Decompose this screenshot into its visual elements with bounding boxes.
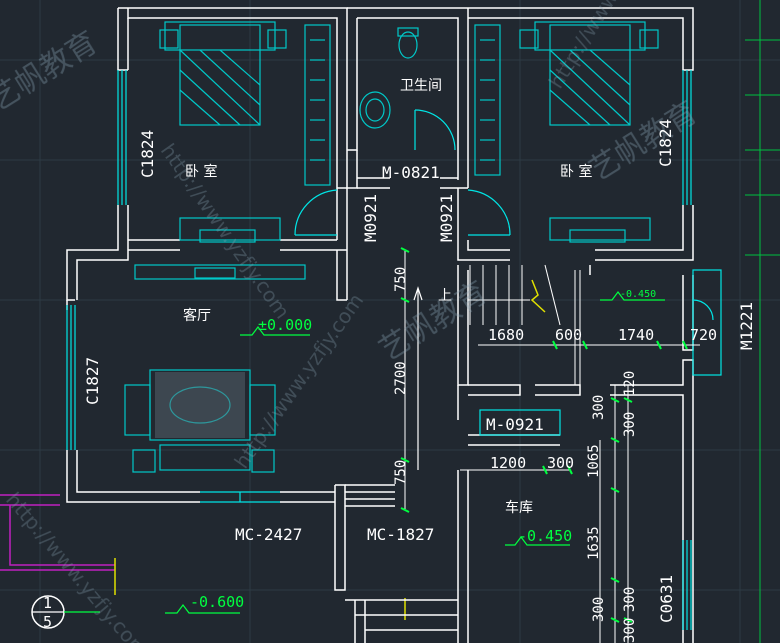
dim-120: 120 bbox=[622, 371, 638, 396]
door-label-mc1827: MC-1827 bbox=[367, 525, 434, 544]
watermark-brand-a: 艺帆教育 bbox=[0, 25, 104, 118]
doors bbox=[200, 109, 722, 503]
dim-1680: 1680 bbox=[488, 326, 524, 344]
dim-1635: 1635 bbox=[586, 526, 602, 560]
room-label-garage: 车库 bbox=[505, 499, 533, 516]
watermark-url-a: http://www.yzfjy.com bbox=[156, 139, 295, 323]
url-watermarks: http://www.yzfjy.com http://www.yzfjy.co… bbox=[1, 0, 674, 643]
room-label-bathroom: 卫生间 bbox=[400, 78, 442, 94]
stair-treads bbox=[468, 264, 581, 385]
door-label-m0921-right: M0921 bbox=[437, 194, 456, 242]
dim-1200: 1200 bbox=[490, 454, 526, 472]
dim-750-bottom: 750 bbox=[393, 460, 409, 485]
dim-300-e: 300 bbox=[622, 618, 638, 643]
yellow-marks bbox=[114, 279, 546, 620]
furniture bbox=[124, 21, 659, 473]
room-label-bedroom-right: 卧 室 bbox=[560, 163, 592, 180]
dim-600: 600 bbox=[555, 326, 582, 344]
dimension-lines bbox=[404, 250, 700, 643]
living-room-rug bbox=[155, 372, 245, 438]
door-label-m0921-garage: M-0921 bbox=[486, 415, 544, 434]
dim-300-b: 300 bbox=[622, 412, 638, 437]
door-label-mc2427: MC-2427 bbox=[235, 525, 302, 544]
window-label-c1827: C1827 bbox=[83, 357, 102, 405]
window-label-c0631: C0631 bbox=[657, 575, 676, 623]
dim-300-d: 300 bbox=[622, 587, 638, 612]
stair-up-label: 上 bbox=[438, 288, 452, 304]
level-garage: -0.450 bbox=[518, 527, 572, 545]
door-label-m1221: M1221 bbox=[737, 302, 756, 350]
dim-1065: 1065 bbox=[586, 444, 602, 478]
door-label-m0921-left: M0921 bbox=[361, 194, 380, 242]
watermark-brand-c: 艺帆教育 bbox=[373, 275, 493, 368]
room-label-bedroom-left: 卧 室 bbox=[185, 163, 217, 180]
outside-boundary bbox=[0, 494, 115, 571]
room-label-living: 客厅 bbox=[183, 307, 211, 324]
drawing-ref-sheet: 5 bbox=[43, 613, 52, 631]
window-label-c1824-right: C1824 bbox=[656, 119, 675, 167]
dim-1740: 1740 bbox=[618, 326, 654, 344]
level-living: ±0.000 bbox=[258, 316, 312, 334]
windows bbox=[66, 70, 692, 630]
window-label-c1824-left: C1824 bbox=[138, 130, 157, 178]
right-guide-lines bbox=[745, 0, 780, 643]
level-markers bbox=[165, 291, 665, 614]
level-stair-landing: -0.450 bbox=[620, 289, 656, 300]
door-label-m0821: M-0821 bbox=[382, 163, 440, 182]
dim-300-c: 300 bbox=[591, 597, 607, 622]
drawing-ref-number: 1 bbox=[43, 594, 52, 612]
watermark-url-b: http://www.yzfjy.com bbox=[544, 0, 675, 93]
dimension-ticks bbox=[400, 247, 688, 623]
watermark-brand-b: 艺帆教育 bbox=[583, 95, 703, 188]
drawing-reference bbox=[31, 595, 100, 629]
dim-2700: 2700 bbox=[393, 361, 409, 395]
dim-300-h: 300 bbox=[547, 454, 574, 472]
dim-720: 720 bbox=[690, 326, 717, 344]
dim-300-a: 300 bbox=[591, 395, 607, 420]
stair-up-arrow bbox=[413, 286, 423, 470]
dim-750-top: 750 bbox=[393, 267, 409, 292]
level-outside: -0.600 bbox=[190, 593, 244, 611]
